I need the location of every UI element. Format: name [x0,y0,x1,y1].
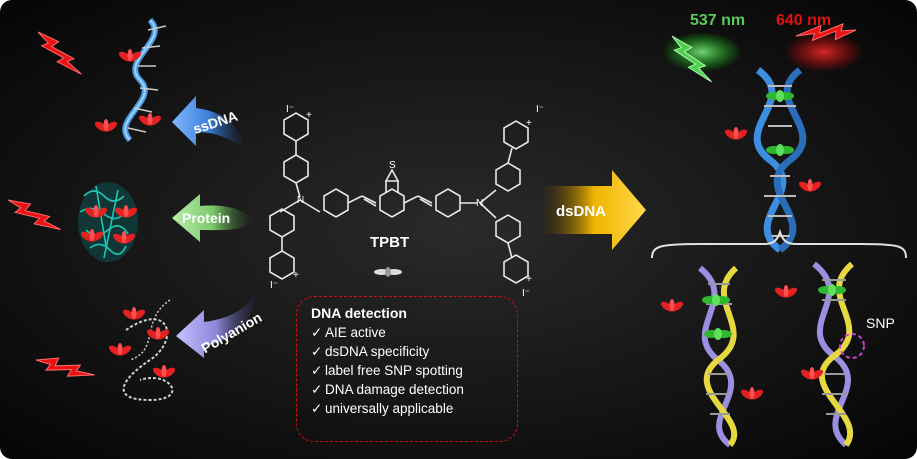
detection-title: DNA detection [311,305,407,321]
dsdna-arrow-label: dsDNA [556,203,606,220]
polyanion-illustration [107,299,177,402]
molecule-name: TPBT [370,234,409,251]
protein-illustration [78,182,139,262]
dsdna-helix-illustration [659,265,765,448]
ssdna-strand-illustration [93,17,167,143]
protein-arrow: Protein [172,194,254,242]
pyridinium-charge: + [526,274,532,285]
check-icon: ✓ [311,363,323,378]
molecule-3d-icon [374,267,402,277]
dsdna-snp-illustration: SNP [773,261,895,448]
pyridinium-charge: + [306,110,312,121]
tpbt-molecule-structure [269,112,529,284]
iodide-label: I⁻ [270,280,278,291]
list-item: ✓universally applicable [311,401,454,416]
iodide-label: I⁻ [522,288,530,299]
dsdna-helix-illustration [723,67,823,253]
protein-arrow-label: Protein [182,210,230,226]
wavelength-green: 537 nm [690,12,745,29]
list-item: ✓DNA damage detection [311,382,464,397]
wavelength-red: 640 nm [776,12,831,29]
snp-marker [839,333,865,359]
iodide-label: I⁻ [286,104,294,115]
nitrogen-label: N [297,195,304,206]
nitrogen-label: N [476,198,483,209]
detection-list: ✓AIE active ✓dsDNA specificity ✓label fr… [311,323,507,418]
pyridinium-charge: + [293,270,299,281]
list-item: ✓AIE active [311,325,386,340]
list-item: ✓label free SNP spotting [311,363,463,378]
check-icon: ✓ [311,382,323,397]
dna-detection-box: DNA detection ✓AIE active ✓dsDNA specifi… [296,296,518,442]
list-item: ✓dsDNA specificity [311,344,430,359]
pyridinium-charge: + [526,118,532,129]
check-icon: ✓ [311,401,323,416]
snp-label: SNP [866,315,895,331]
check-icon: ✓ [311,325,323,340]
dsdna-arrow: dsDNA [542,170,646,250]
check-icon: ✓ [311,344,323,359]
sulfur-label: S [389,160,396,171]
brace [651,228,907,259]
iodide-label: I⁻ [536,104,544,115]
